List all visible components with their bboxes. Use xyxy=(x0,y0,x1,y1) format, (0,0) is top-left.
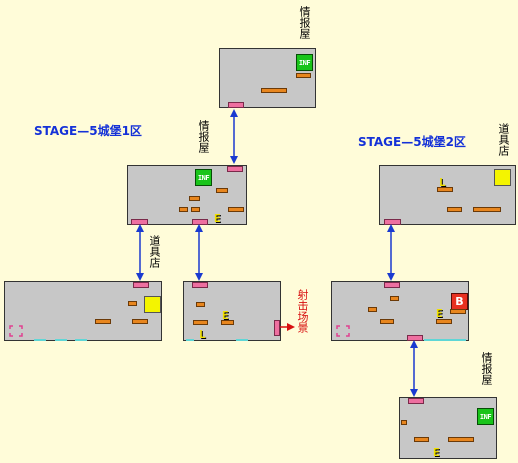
water xyxy=(236,339,248,341)
elevator-marker: E xyxy=(222,309,229,322)
platform xyxy=(193,320,208,325)
label-shooting: 射击场景 xyxy=(296,289,309,333)
room-info-top[interactable]: INF xyxy=(219,48,316,108)
elevator-marker: E xyxy=(436,307,443,320)
water xyxy=(186,339,194,341)
platform xyxy=(95,319,111,324)
platform xyxy=(128,301,137,306)
water xyxy=(424,339,466,341)
room-castle1-lower[interactable]: E L xyxy=(183,281,281,341)
water xyxy=(75,339,87,341)
platform xyxy=(380,319,394,324)
platform xyxy=(473,207,501,212)
stage-title-castle1: STAGE—5城堡1区 xyxy=(34,124,142,138)
platform xyxy=(179,207,188,212)
info-marker: INF xyxy=(477,408,494,425)
label-info-top: 情报屋 xyxy=(298,6,311,39)
item-shop-marker xyxy=(144,296,161,313)
label-item-right: 道具店 xyxy=(497,123,510,156)
room-castle1-hub[interactable]: INF E xyxy=(127,165,247,225)
room-castle2-boss[interactable]: B E xyxy=(331,281,469,341)
door-top[interactable] xyxy=(408,398,424,404)
door-right-shooting[interactable] xyxy=(274,320,280,336)
platform xyxy=(450,309,466,314)
water xyxy=(34,339,46,341)
info-marker: INF xyxy=(195,169,212,186)
room-castle2-item[interactable]: L xyxy=(379,165,516,225)
door-top[interactable] xyxy=(227,166,243,172)
door-top[interactable] xyxy=(192,282,208,288)
platform xyxy=(296,73,311,78)
platform xyxy=(436,319,452,324)
platform xyxy=(221,320,234,325)
platform xyxy=(261,88,287,93)
platform xyxy=(437,187,453,192)
platform xyxy=(216,188,228,193)
water xyxy=(55,339,67,341)
elevator-marker: E xyxy=(214,212,221,225)
platform xyxy=(228,207,244,212)
platform xyxy=(447,207,462,212)
item-shop-marker xyxy=(494,169,511,186)
entry-icon xyxy=(9,322,23,337)
platform xyxy=(191,207,200,212)
room-info-bottom[interactable]: INF E xyxy=(399,397,497,459)
platform xyxy=(401,420,407,425)
entry-icon xyxy=(336,322,350,337)
label-info-bottom: 情报屋 xyxy=(480,352,493,385)
elevator-marker: E xyxy=(433,446,440,459)
stage-title-castle2: STAGE—5城堡2区 xyxy=(358,135,466,149)
platform xyxy=(414,437,429,442)
platform xyxy=(132,319,148,324)
platform xyxy=(196,302,205,307)
ladder-marker: L xyxy=(439,176,446,189)
door-bottom[interactable] xyxy=(228,102,244,108)
platform xyxy=(368,307,377,312)
door-top[interactable] xyxy=(384,282,400,288)
label-info-mid: 情报屋 xyxy=(197,120,210,153)
platform xyxy=(189,196,200,201)
ladder-marker: L xyxy=(199,328,206,341)
door-top[interactable] xyxy=(133,282,149,288)
platform xyxy=(448,437,474,442)
platform xyxy=(390,296,399,301)
label-item-left: 道具店 xyxy=(148,235,161,268)
room-castle1-item[interactable] xyxy=(4,281,162,341)
info-marker: INF xyxy=(296,54,313,71)
